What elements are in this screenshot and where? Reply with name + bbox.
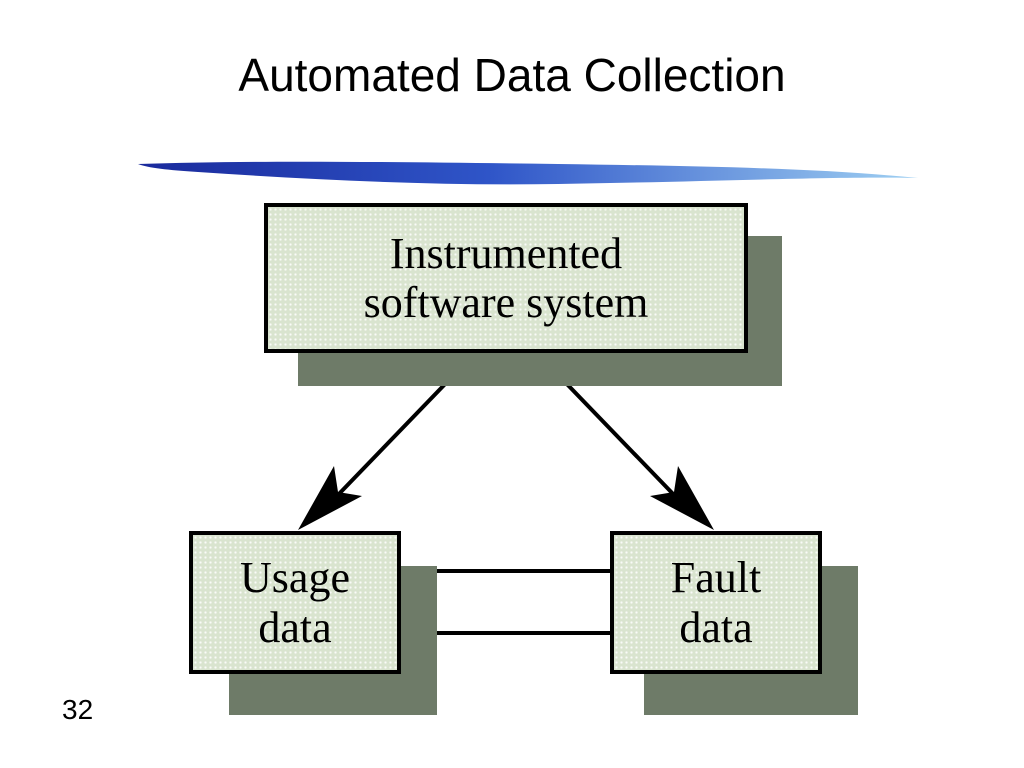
instrumented-node-label: Instrumented software system [363, 228, 649, 327]
usage-node-label: Usage data [240, 553, 350, 652]
page-number: 32 [62, 694, 94, 725]
instrumented-software-system-node: Instrumented software system [264, 203, 748, 353]
title-underline-swash [138, 161, 918, 185]
fault-data-node: Fault data [610, 531, 822, 674]
slide-title: Automated Data Collection [238, 49, 786, 101]
usage-data-node: Usage data [189, 531, 401, 674]
fault-node-label: Fault data [670, 553, 762, 652]
